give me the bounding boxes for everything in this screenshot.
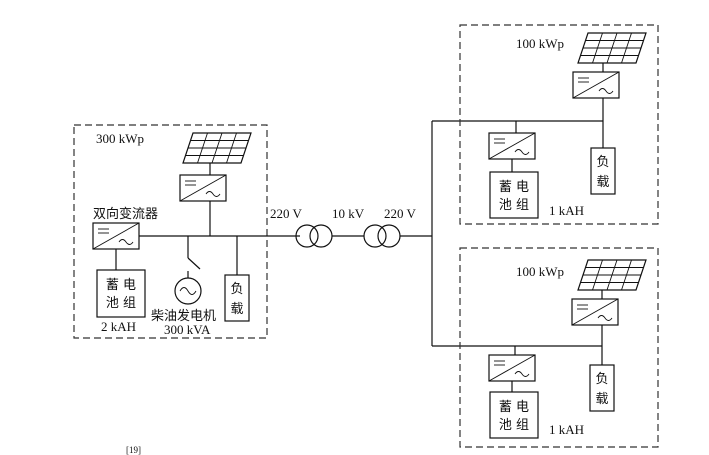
top-right-battery-capacity: 1 kAH bbox=[549, 203, 584, 218]
top-right-load-label-1: 负 bbox=[596, 155, 609, 170]
top-right-solar-panel-icon bbox=[577, 32, 647, 64]
transformer-right-icon bbox=[363, 224, 401, 248]
bottom-right-battery-capacity: 1 kAH bbox=[549, 422, 584, 437]
footnote-ref: [19] bbox=[126, 445, 141, 455]
bottom-right-solar-panel-icon bbox=[577, 259, 647, 291]
left-bidirectional-converter-icon bbox=[92, 222, 140, 250]
voltage-label-left: 220 V bbox=[270, 206, 303, 221]
bottom-right-load-box bbox=[589, 364, 615, 412]
left-battery-label-1: 蓄 电 bbox=[106, 278, 136, 293]
top-right-pv-converter-icon bbox=[572, 71, 620, 99]
top-right-battery-label-2: 池 组 bbox=[499, 198, 529, 213]
top-right-load-label-2: 载 bbox=[596, 175, 609, 190]
left-pv-converter-icon bbox=[179, 174, 227, 202]
left-battery-label-2: 池 组 bbox=[106, 296, 136, 311]
top-right-pv-rating: 100 kWp bbox=[516, 36, 564, 51]
bottom-right-battery-converter-icon bbox=[488, 354, 536, 382]
bottom-right-load-label-2: 载 bbox=[595, 392, 608, 407]
left-load-box bbox=[224, 274, 250, 322]
left-solar-panel-icon bbox=[182, 132, 252, 164]
bottom-right-microgrid: 100 kWp 蓄 电 池 组 1 kAH 负 载 bbox=[459, 247, 659, 448]
bottom-right-microgrid-boundary bbox=[459, 247, 659, 448]
left-microgrid: 300 kWp 双向变流器 蓄 电 池 组 2 kAH 柴油发电机 300 kV… bbox=[73, 124, 268, 339]
bottom-right-battery-label-2: 池 组 bbox=[499, 418, 529, 433]
top-right-microgrid: 100 kWp 蓄 电 池 组 1 kAH 负 载 bbox=[459, 24, 659, 225]
left-battery-capacity: 2 kAH bbox=[101, 319, 136, 334]
left-pv-rating: 300 kWp bbox=[96, 131, 144, 146]
top-right-microgrid-boundary bbox=[459, 24, 659, 225]
transformer-left-icon bbox=[295, 224, 333, 248]
voltage-label-mid: 10 kV bbox=[332, 206, 365, 221]
bottom-right-pv-rating: 100 kWp bbox=[516, 264, 564, 279]
top-right-battery-label-1: 蓄 电 bbox=[499, 180, 529, 195]
left-microgrid-boundary bbox=[73, 124, 268, 339]
generator-label: 柴油发电机 bbox=[151, 308, 216, 324]
generator-switch bbox=[187, 257, 201, 270]
left-battery-box bbox=[96, 269, 146, 318]
top-right-battery-box bbox=[489, 171, 539, 219]
left-bidirectional-converter-label: 双向变流器 bbox=[93, 206, 158, 222]
top-right-load-box bbox=[590, 147, 616, 195]
bottom-right-battery-label-1: 蓄 电 bbox=[499, 400, 529, 415]
bottom-right-pv-converter-icon bbox=[571, 298, 619, 326]
bottom-right-battery-box bbox=[489, 391, 539, 439]
top-right-battery-converter-icon bbox=[488, 132, 536, 160]
bottom-right-load-label-1: 负 bbox=[595, 372, 608, 387]
interconnection: 220 V 10 kV 220 V bbox=[267, 120, 603, 347]
left-load-label-2: 载 bbox=[230, 302, 243, 317]
voltage-label-right: 220 V bbox=[384, 206, 417, 221]
left-load-label-1: 负 bbox=[230, 282, 243, 297]
generator-rating: 300 kVA bbox=[164, 322, 211, 337]
